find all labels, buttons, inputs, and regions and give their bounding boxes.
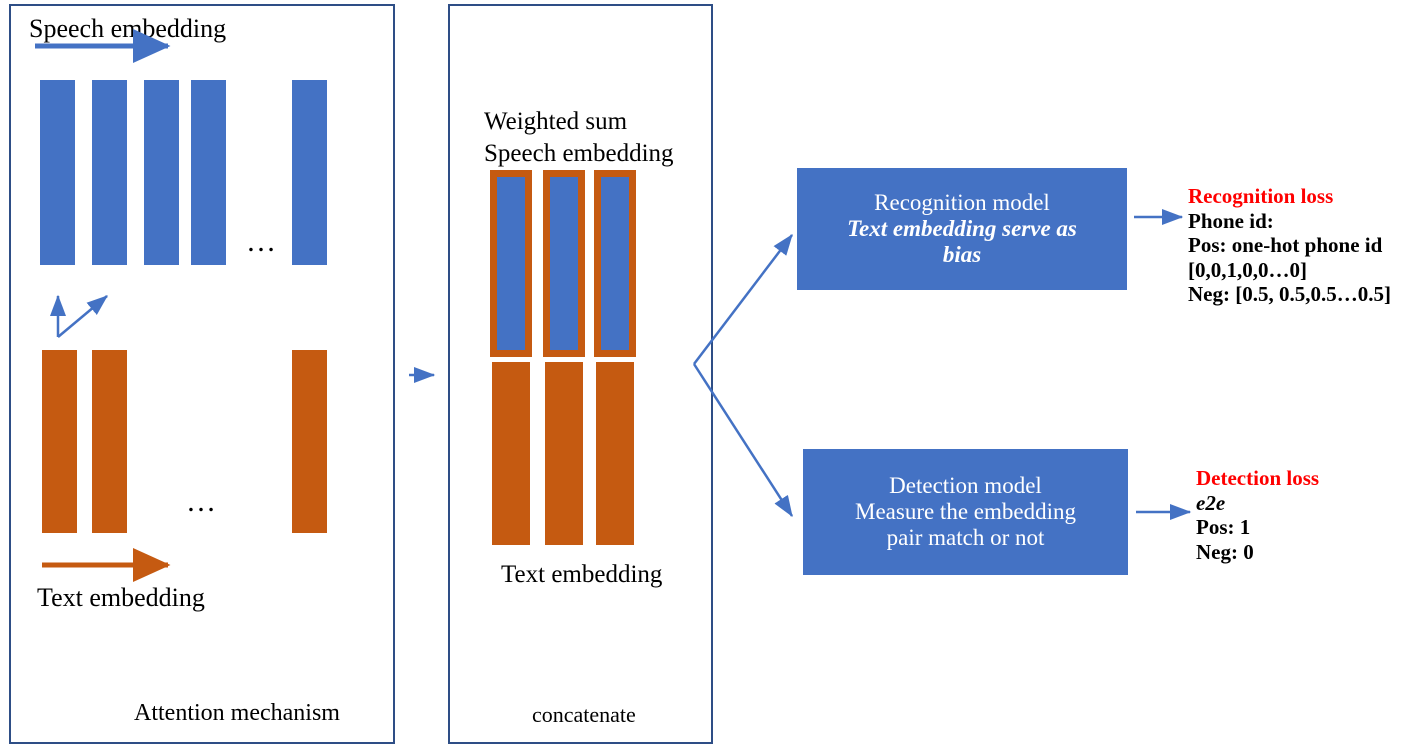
text-embedding-bar [42,350,77,533]
concatenate-caption: concatenate [532,702,636,727]
recognition-model-line1: Recognition model [874,190,1050,216]
concat-text-embedding-bar [545,362,583,545]
speech-embedding-ellipsis: … [246,225,278,258]
recognition-model-line2: Text embedding serve as [847,216,1077,242]
text-embedding-ellipsis: … [186,485,218,518]
speech-embedding-bar [292,80,327,265]
weighted-sum-label-line1: Weighted sum [484,108,628,135]
detection-loss-line: e2e [1196,490,1226,515]
attention-mechanism-caption: Attention mechanism [134,700,340,726]
speech-embedding-bar [92,80,127,265]
text-embedding-label: Text embedding [37,583,205,612]
speech-embedding-label: Speech embedding [29,14,227,43]
detection-model-line2: Measure the embedding [855,499,1076,525]
detection-loss-line: Neg: 0 [1196,539,1254,564]
detection-model-box[interactable]: Detection model Measure the embedding pa… [803,449,1128,575]
weighted-speech-embedding-bar [543,170,585,357]
speech-embedding-bar [191,80,226,265]
text-embedding-bar [92,350,127,533]
recognition-loss-line: Phone id: [1188,208,1274,233]
concat-text-embedding-bar [492,362,530,545]
recognition-loss-line: Pos: one-hot phone id [1188,233,1383,258]
recognition-loss-line: [0,0,1,0,0…0] [1188,257,1307,282]
detection-loss-line: Pos: 1 [1196,515,1251,540]
concat-text-embedding-label: Text embedding [501,561,663,588]
weighted-sum-label-line2: Speech embedding [484,140,674,167]
recognition-model-line3: bias [942,241,982,267]
detection-loss-block: Detection loss e2e Pos: 1 Neg: 0 [1196,466,1319,564]
recognition-loss-block: Recognition loss Phone id: Pos: one-hot … [1188,184,1391,307]
recognition-model-box[interactable]: Recognition model Text embedding serve a… [797,168,1127,290]
weighted-speech-embedding-bar [594,170,636,357]
detection-model-line3: pair match or not [886,524,1045,550]
detection-model-line1: Detection model [889,473,1042,499]
speech-embedding-bar [144,80,179,265]
text-embedding-bar [292,350,327,533]
speech-embedding-bar [40,80,75,265]
weighted-speech-embedding-bar [490,170,532,357]
recognition-loss-title: Recognition loss [1188,184,1334,208]
recognition-loss-line: Neg: [0.5, 0.5,0.5…0.5] [1188,282,1391,307]
detection-loss-title: Detection loss [1196,466,1320,490]
concat-text-embedding-bar [596,362,634,545]
